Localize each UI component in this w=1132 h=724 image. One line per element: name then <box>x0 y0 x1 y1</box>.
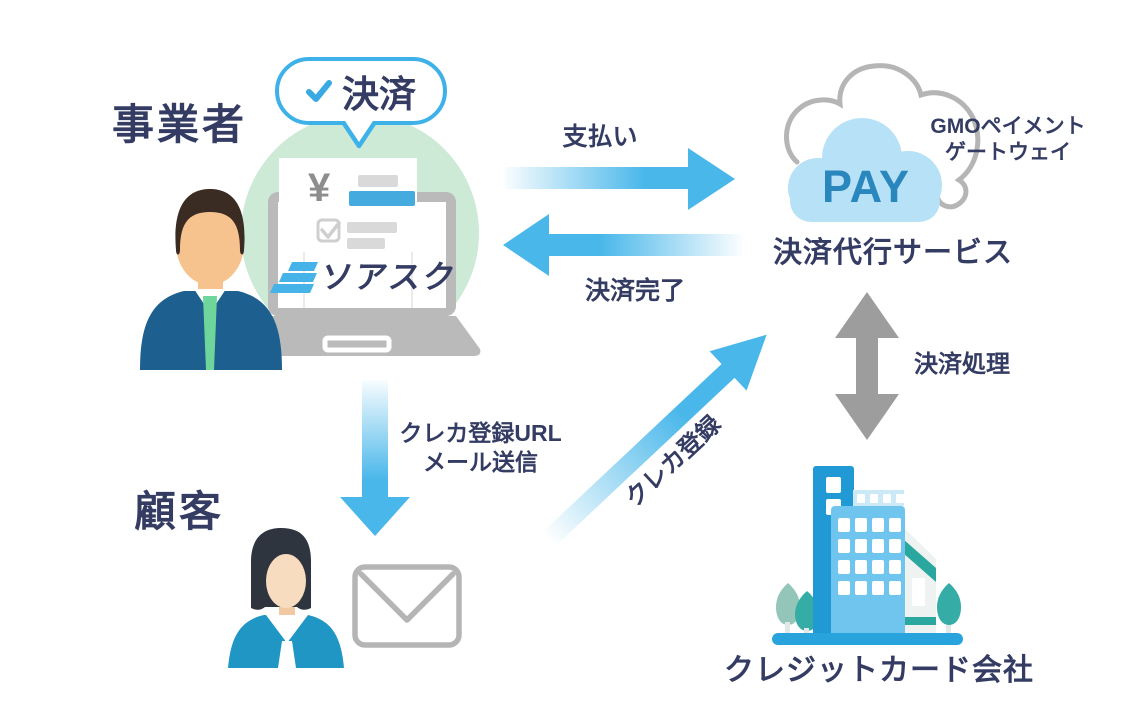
customer-person-illustration <box>228 528 344 668</box>
building-ground <box>772 633 963 645</box>
speech-bubble: 決済 <box>275 57 447 125</box>
soasku-logo-text: ソアスク <box>318 259 460 295</box>
mail-arrow-label: クレカ登録URL メール送信 <box>383 419 578 477</box>
card-company-label: クレジットカード会社 <box>724 654 1034 687</box>
receipt-currency-symbol: ¥ <box>308 166 331 210</box>
cloud-outline-icon <box>784 63 981 210</box>
gateway-provider-label: GMOペイメント ゲートウェイ <box>918 114 1098 167</box>
pay-cloud-icon <box>788 118 942 222</box>
processing-arrow <box>835 292 899 440</box>
gateway-provider-line2: ゲートウェイ <box>945 141 1071 165</box>
business-person-illustration <box>140 189 282 370</box>
bubble-label: 決済 <box>342 74 416 115</box>
payment-complete-arrow-label: 決済完了 <box>584 277 685 305</box>
register-arrow <box>541 334 767 547</box>
business-label: 事業者 <box>112 101 248 148</box>
pay-cloud-label: PAY <box>821 161 911 212</box>
mail-arrow <box>340 380 410 536</box>
payment-arrow <box>505 148 735 210</box>
payment-complete-arrow <box>503 214 742 276</box>
register-url-line2: メール送信 <box>423 448 538 475</box>
gateway-label: 決済代行サービス <box>772 237 1013 269</box>
building-illustration <box>772 466 963 645</box>
receipt-icon <box>279 158 417 252</box>
processing-arrow-label: 決済処理 <box>914 351 1010 378</box>
payment-arrow-label: 支払い <box>562 123 638 151</box>
check-icon <box>306 79 332 102</box>
speech-bubble-tail <box>341 121 377 149</box>
register-url-line1: クレカ登録URL <box>399 420 562 446</box>
gateway-provider-line1: GMOペイメント <box>930 115 1086 138</box>
envelope-icon <box>352 564 462 648</box>
soasku-logo-icon <box>270 262 318 293</box>
customer-label: 顧客 <box>134 488 225 535</box>
